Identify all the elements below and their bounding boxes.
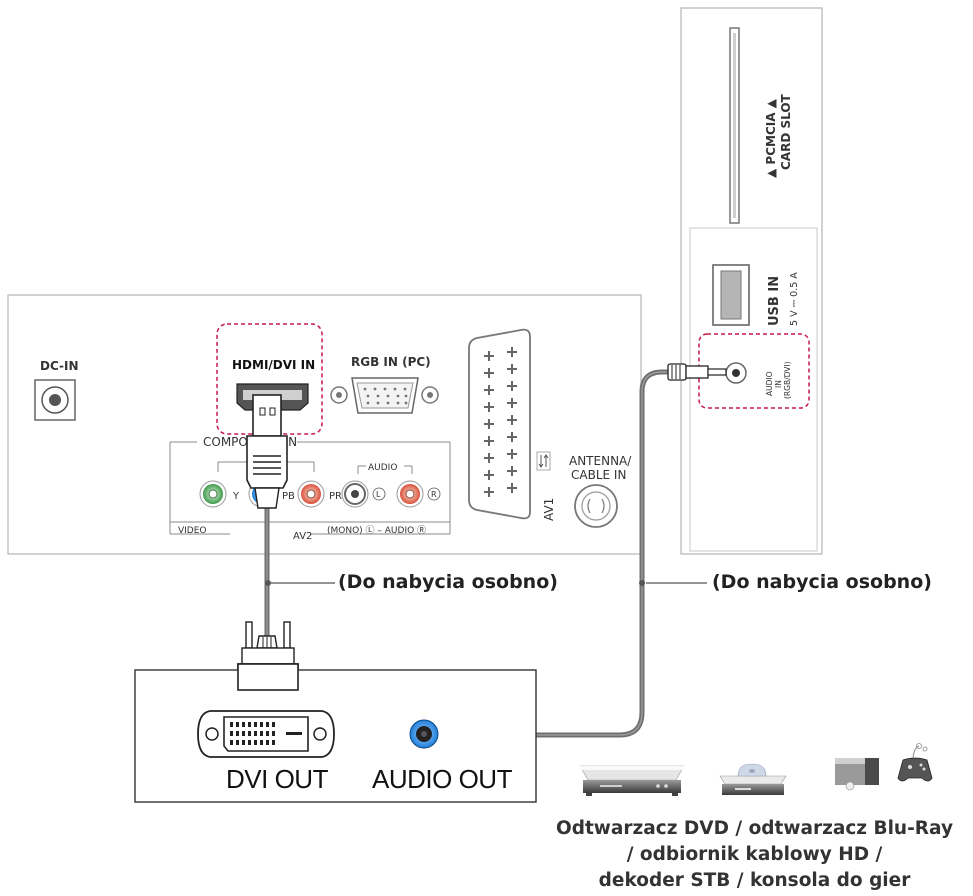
scart-port (468, 328, 531, 520)
caption-line: dekoder STB / konsola do gier (598, 870, 911, 891)
pb-label: PB (282, 491, 295, 502)
blu-ray-player-icon (719, 763, 787, 795)
pcmcia-label-line1: ▲ PCMCIA ▲ (764, 98, 778, 178)
caption-line: / odbiornik kablowy HD / (626, 844, 883, 865)
antenna-label-line2: CABLE IN (571, 468, 626, 482)
rgb-vga-port (330, 377, 439, 414)
usb-port (712, 264, 750, 326)
usb-rating-label: 5 V ⎓ 0.5 A (789, 272, 800, 326)
caption-line: Odtwarzacz DVD / odtwarzacz Blu-Ray (555, 818, 954, 839)
mono-audio-label: (MONO) Ⓛ – AUDIO Ⓡ (327, 525, 426, 536)
video-label: VIDEO (178, 526, 207, 536)
pr-label: PR (329, 491, 342, 502)
audio-out-jack (409, 719, 439, 749)
dc-in-port (34, 379, 76, 421)
dvi-out-label: DVI OUT (226, 764, 328, 794)
audio-small-label: AUDIO (368, 463, 397, 473)
usb-in-label: USB IN (767, 276, 782, 326)
r-label: R (431, 490, 437, 499)
av1-label: AV1 (542, 498, 556, 521)
set-top-box-icon (835, 758, 879, 791)
jack-audio-l-white (341, 480, 369, 508)
rgb-in-label: RGB IN (PC) (351, 355, 431, 369)
hdmi-plug (246, 394, 288, 509)
component-section (169, 441, 451, 535)
audio-in-jack (725, 362, 747, 384)
tv-side-panel (680, 7, 823, 555)
audio-out-label: AUDIO OUT (372, 764, 512, 794)
side-lower-bay (689, 227, 818, 552)
audio-plug-tv-side (667, 363, 727, 381)
device-caption: Odtwarzacz DVD / odtwarzacz Blu-Ray / od… (536, 816, 973, 894)
audio-in-highlight-box (698, 333, 810, 409)
av2-label: AV2 (293, 531, 312, 542)
dvd-player-icon (579, 765, 685, 796)
dc-in-label: DC-IN (40, 359, 79, 373)
l-label: L (376, 490, 381, 499)
game-console-icon (897, 743, 933, 782)
audio-in-label-line3: (RGB/DVI) (783, 361, 792, 399)
av1-arrows-icon (536, 451, 551, 471)
jack-y-green (199, 480, 227, 508)
audio-in-label-line2: IN (774, 380, 783, 388)
dvi-out-port (197, 710, 335, 758)
antenna-port (574, 484, 618, 528)
antenna-label-line1: ANTENNA/ (569, 454, 632, 468)
audio-in-label-line1: AUDIO (765, 371, 774, 396)
cable-callout-left: (Do nabycia osobno) (338, 571, 558, 593)
jack-pr-red (297, 480, 325, 508)
jack-audio-r-red (396, 480, 424, 508)
pcmcia-label-line2: CARD SLOT (779, 93, 793, 170)
hdmi-dvi-in-label: HDMI/DVI IN (232, 358, 315, 372)
y-label: Y (232, 491, 240, 502)
tv-rear-panel (7, 294, 642, 555)
cable-callout-right: (Do nabycia osobno) (712, 571, 932, 593)
